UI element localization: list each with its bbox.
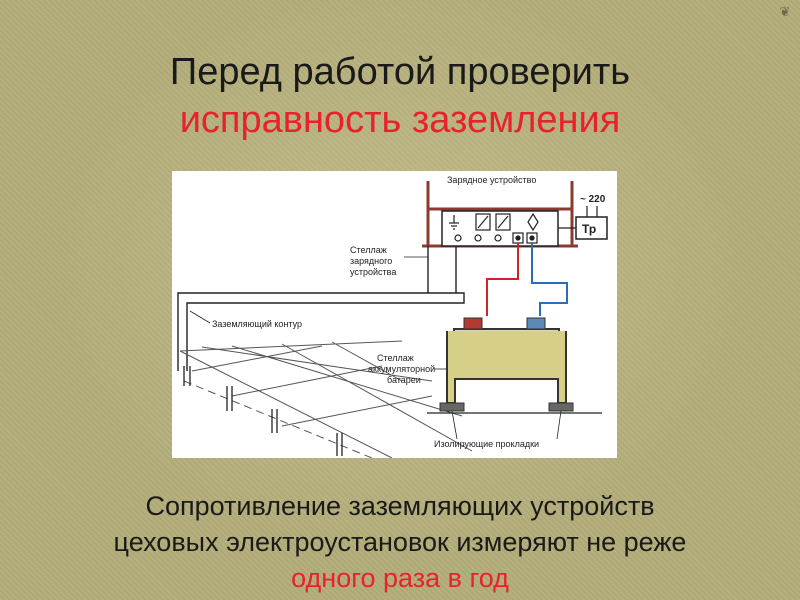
ground-loop: [177, 246, 465, 371]
label-ground-loop: Заземляющий контур: [212, 319, 302, 329]
footer-text: Сопротивление заземляющих устройств цехо…: [0, 488, 800, 596]
battery-rack: [439, 317, 574, 412]
footer-line-3: одного раза в год: [291, 563, 509, 593]
ground-grid: [179, 340, 473, 458]
battery-wires: [486, 243, 568, 316]
label-charger: Зарядное устройство: [447, 175, 536, 185]
pads-leaders: [451, 410, 562, 440]
transformer-label: Тр: [582, 222, 596, 236]
voltage-label: ~ 220: [580, 194, 606, 205]
title-line-1: Перед работой проверить: [169, 51, 631, 93]
label-insulating-pads: Изолирующие прокладки: [434, 439, 539, 449]
title-line-2: исправность заземления: [179, 99, 621, 141]
slide-title: Перед работой проверить исправность зазе…: [0, 48, 800, 144]
footer-line-1: Сопротивление заземляющих устройств: [145, 491, 655, 521]
fleuron-icon: ❦: [779, 5, 791, 20]
footer-line-2: цеховых электроустановок измеряют не реж…: [113, 527, 687, 557]
transformer-wires: [558, 206, 598, 229]
earth-electrodes: [183, 366, 343, 456]
